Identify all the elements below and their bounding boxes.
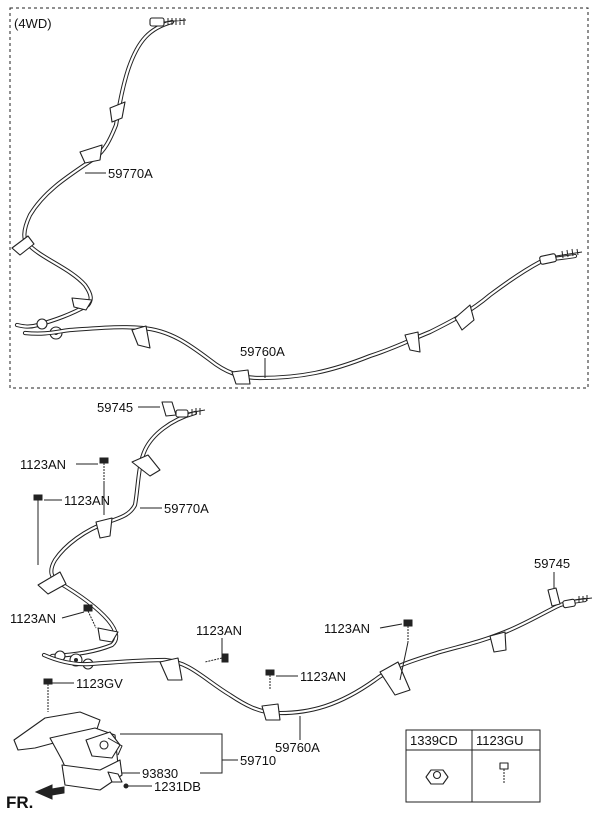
bolt-icon xyxy=(265,669,275,690)
parking-brake-lever xyxy=(13,711,129,791)
callout-clip-right: 59745 xyxy=(534,556,570,571)
front-direction-arrow: FR. xyxy=(6,784,65,812)
callout-part-1231db: 1231DB xyxy=(154,779,201,794)
callout-bolt-3: 1123AN xyxy=(10,611,56,626)
callout-cable-lower-4wd: 59760A xyxy=(240,344,285,359)
callout-bolt-1: 1123AN xyxy=(20,457,66,472)
bolt-icon xyxy=(204,653,229,663)
callout-bolt-5: 1123AN xyxy=(324,621,370,636)
callout-lever-assembly: 59710 xyxy=(240,753,276,768)
bolt-icon xyxy=(43,678,53,712)
legend-table: 1339CD 1123GU xyxy=(405,729,541,803)
callout-part-93830: 93830 xyxy=(142,766,178,781)
clip-59745-right xyxy=(547,587,561,607)
legend-header-1123gu: 1123GU xyxy=(476,733,523,748)
hex-nut-icon xyxy=(425,769,449,785)
bolt-icon xyxy=(499,762,509,783)
4wd-dashed-frame xyxy=(9,7,589,389)
callout-bolt-2: 1123AN xyxy=(64,493,110,508)
callout-bolt-6: 1123AN xyxy=(300,669,346,684)
main-section: FR. 59745 1123AN 1123AN 59770A 1123AN 11… xyxy=(6,400,593,812)
bolt-icon xyxy=(99,457,109,482)
callout-bolt-gv: 1123GV xyxy=(76,676,123,691)
bolt-icon xyxy=(83,604,97,629)
callout-cable-upper: 59770A xyxy=(164,501,209,516)
legend-header-1339cd: 1339CD xyxy=(410,733,458,748)
callout-cable-lower: 59760A xyxy=(275,740,320,755)
4wd-section: (4WD) 59770A 59760A xyxy=(9,7,589,389)
clip-59745-upper xyxy=(161,401,177,417)
bolt-icon xyxy=(403,619,413,642)
direction-label: FR. xyxy=(6,793,33,812)
callout-bolt-4: 1123AN xyxy=(196,623,242,638)
callout-cable-upper-4wd: 59770A xyxy=(108,166,153,181)
callout-clip-upper: 59745 xyxy=(97,400,133,415)
variant-label: (4WD) xyxy=(14,16,52,31)
